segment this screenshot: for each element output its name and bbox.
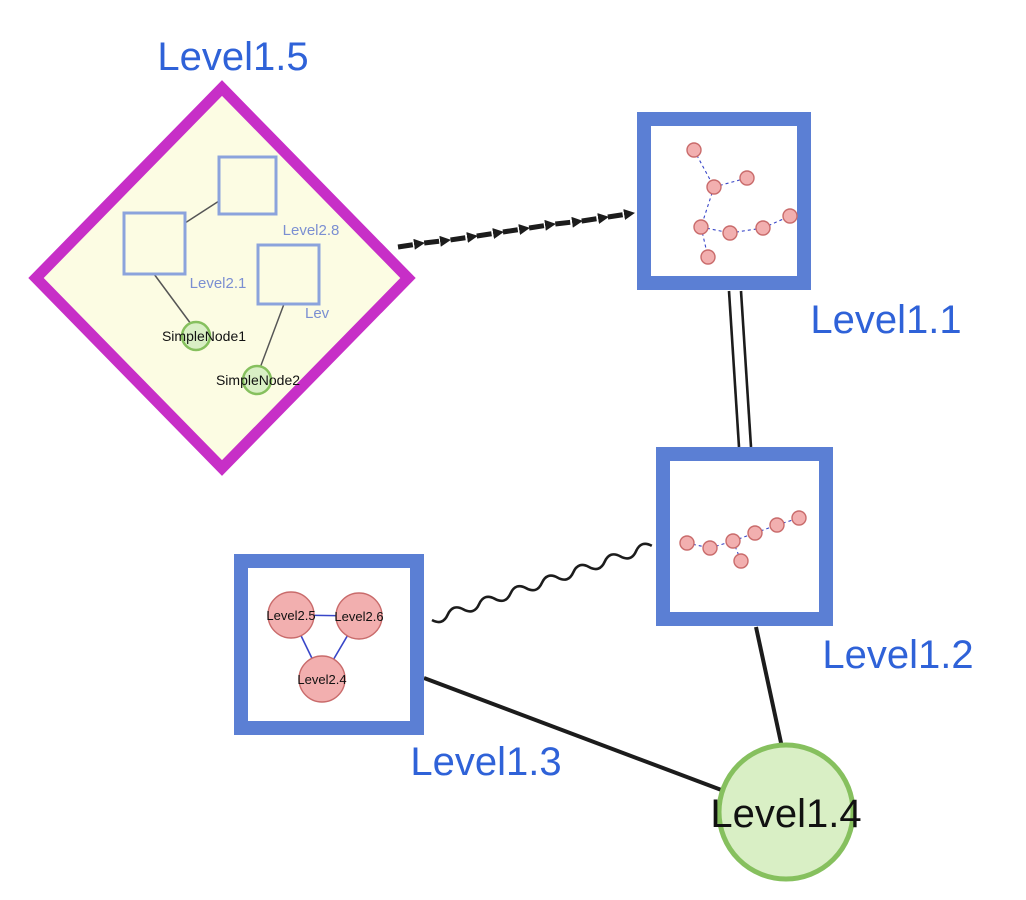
mini-node [725,533,741,549]
mini-node [733,553,749,569]
mini-node [679,535,695,551]
level1-3-node[interactable] [234,554,424,735]
mini-node [769,517,785,533]
lev-node[interactable] [256,243,321,306]
edge-level13-to-level14[interactable] [423,676,741,799]
level2-8-label: Level2.8 [283,222,340,239]
edge-level15-to-level11[interactable] [397,209,635,250]
level2-6-node[interactable] [335,592,383,640]
mini-node [755,220,771,236]
level2-1-node[interactable] [122,211,187,276]
level1-1-label: Level1.1 [810,298,961,342]
level2-5-label: Level2.5 [266,608,315,623]
level2-1-label: Level2.1 [190,275,247,292]
mini-node [693,219,709,235]
level1-3-group: Level2.5 Level2.6 Level2.4 Level1.3 [234,554,562,784]
lev-label: Lev [305,305,330,322]
level2-8-node[interactable] [217,155,278,216]
mini-node [739,170,755,186]
mini-node [747,525,763,541]
inner-edge-lev-simplenode2 [259,303,285,369]
level1-5-group: Level1.5 Level2.8 Level2.1 Lev SimpleNod… [28,35,416,476]
level1-2-label: Level1.2 [822,633,973,677]
level2-4-node[interactable] [298,655,346,703]
level2-6-label: Level2.6 [334,609,383,624]
edge-level12-to-level14[interactable] [754,626,785,753]
level1-2-group: Level1.2 [656,447,974,677]
level1-4-group: Level1.4 [710,742,862,882]
level1-1-node[interactable] [637,112,811,290]
level1-1-group: Level1.1 [637,112,962,342]
inner-edge-level21-simplenode1 [153,273,192,325]
mini-node [686,142,702,158]
double-edge-line-1 [727,290,741,448]
mini-node [791,510,807,526]
edge-level13-to-level12[interactable] [431,542,653,624]
mini-node [706,179,722,195]
simplenode1-label: SimpleNode1 [162,328,246,344]
level2-5-node[interactable] [267,591,315,639]
simplenode1-node[interactable] [180,320,212,352]
level1-5-label: Level1.5 [157,35,308,79]
mini-node [700,249,716,265]
level2-4-label: Level2.4 [297,672,346,687]
level1-1-preview-graph [686,142,798,265]
level1-4-label: Level1.4 [710,792,861,836]
level1-2-preview-graph [679,510,807,569]
mini-node [782,208,798,224]
level1-4-node[interactable] [716,742,856,882]
mini-node [722,225,738,241]
level1-3-preview-graph: Level2.5 Level2.6 Level2.4 [266,591,384,703]
inner-edge-level28-level21 [184,200,220,224]
simplenode2-node[interactable] [241,364,273,396]
simplenode2-label: SimpleNode2 [216,372,300,388]
mini-node [702,540,718,556]
edge-level11-to-level12[interactable] [727,290,753,448]
level1-3-label: Level1.3 [410,740,561,784]
double-edge-line-2 [739,290,753,448]
level1-5-node[interactable] [28,80,416,476]
